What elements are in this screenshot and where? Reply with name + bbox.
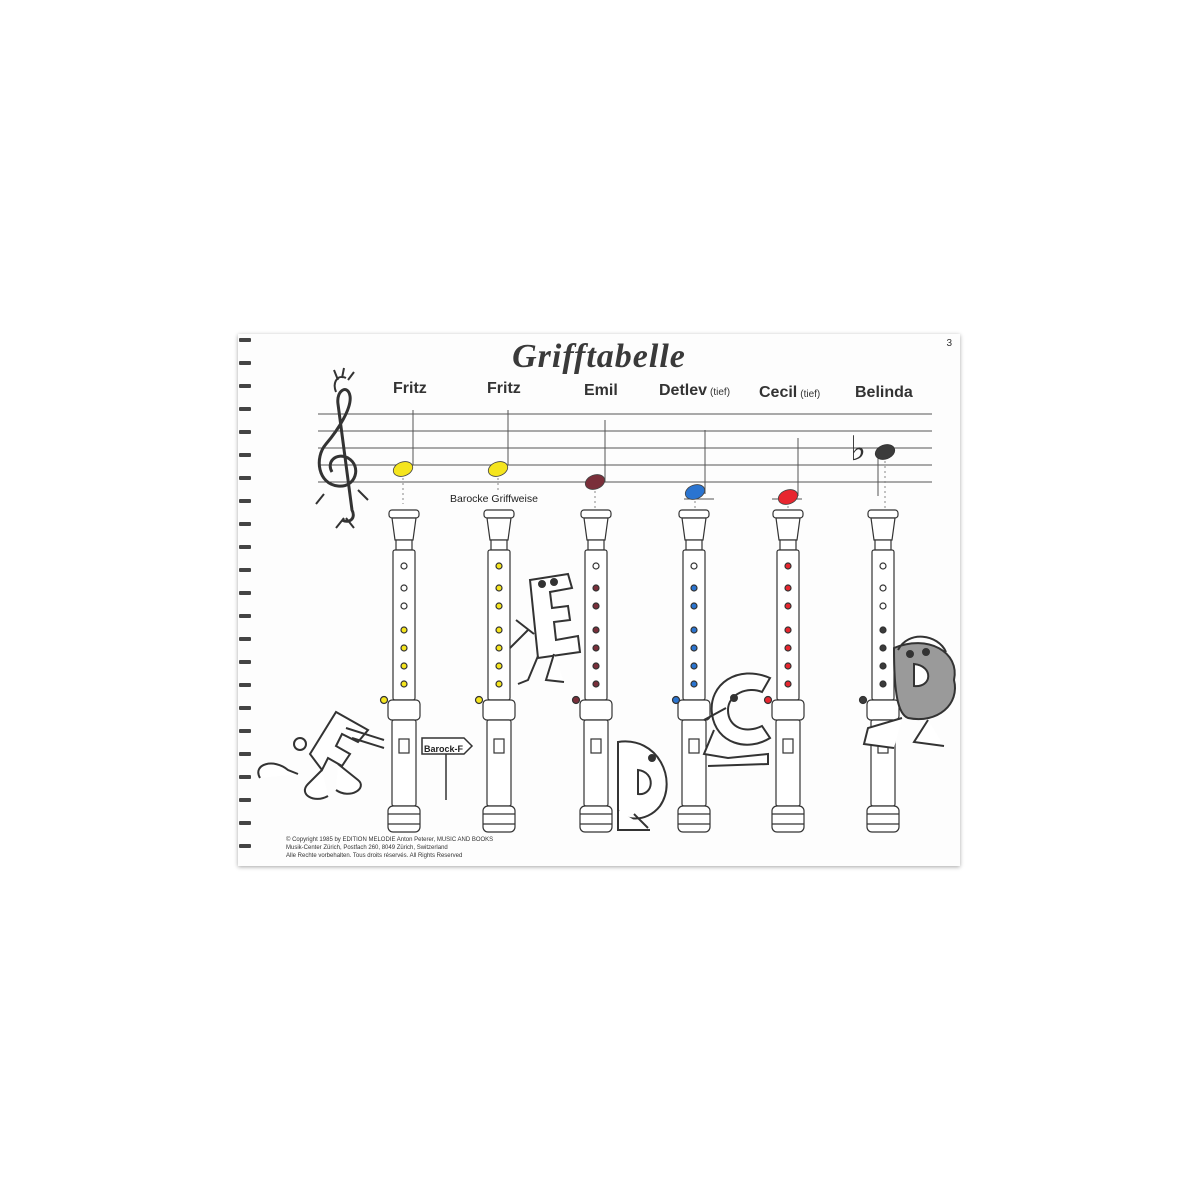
flat-sign: ♭ (850, 429, 866, 469)
dashed-guides (402, 461, 886, 510)
signpost-label: Barock-F (424, 744, 464, 754)
recorder-belinda (858, 509, 900, 833)
page-title: Grifftabelle (512, 338, 686, 375)
notehead-detlev (684, 484, 706, 500)
treble-clef-rooster-icon (315, 367, 369, 529)
music-staff (318, 413, 932, 483)
recorder-emil (571, 509, 613, 833)
cartoon-letter-e-icon (509, 572, 582, 685)
fingering-chart-art: ♭ (257, 367, 956, 833)
cartoon-letter-c-icon (702, 672, 772, 767)
note-label-cecil: Cecil(tief) (759, 384, 821, 401)
notehead-fritz-baroque (487, 461, 509, 477)
baroque-fingering-label: Barocke Griffweise (450, 493, 538, 505)
notehead-cecil (777, 489, 799, 505)
note-stems (412, 410, 879, 496)
note-label-fritz: Fritz (393, 380, 427, 397)
note-label-fritz-baroque: Fritz (487, 380, 521, 397)
note-label-belinda: Belinda (855, 384, 913, 401)
recorder-cecil (763, 509, 805, 833)
note-label-detlev: Detlev(tief) (659, 382, 731, 399)
spiral-binding (239, 338, 251, 848)
cartoon-letter-f-icon (257, 710, 385, 800)
notehead-belinda (874, 444, 896, 460)
recorder-fritz (379, 509, 421, 833)
notehead-fritz (392, 461, 414, 477)
songbook-page: Grifftabelle 3 Fritz Fritz Emil Detlev(t… (238, 334, 960, 866)
recorder-fritz-baroque (474, 509, 516, 833)
recorder-detlev (671, 509, 711, 833)
cartoon-letter-d-icon (617, 740, 668, 831)
notehead-emil (584, 474, 606, 490)
page-number: 3 (946, 338, 952, 349)
copyright-notice: © Copyright 1985 by EDITION MELODIE Anto… (286, 837, 494, 859)
note-label-emil: Emil (584, 382, 618, 399)
cartoon-letter-b-icon (862, 635, 956, 749)
signpost-icon (421, 737, 474, 800)
